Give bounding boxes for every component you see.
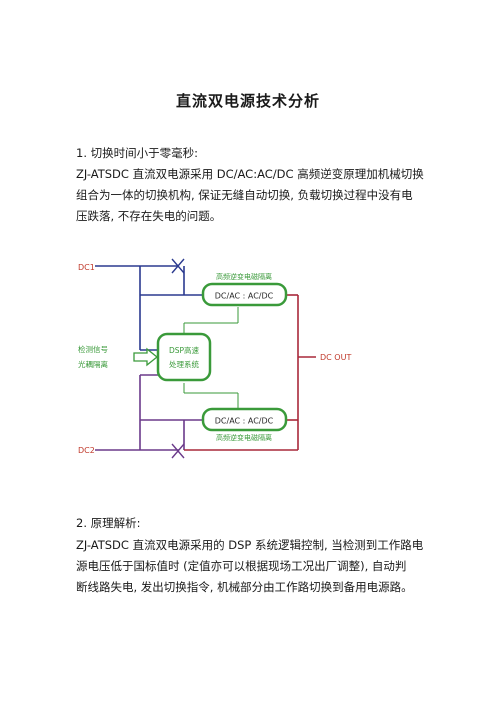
dc1-label: DC1 <box>78 263 95 272</box>
paragraph-line: ZJ-ATSDC 直流双电源采用的 DSP 系统逻辑控制, 当检测到工作路电 <box>76 538 424 552</box>
paragraph-line: 源电压低于国标值时 (定值亦可以根据现场工况出厂调整), 自动判 <box>76 559 407 573</box>
signal-label-line2: 光耦隔离 <box>78 359 108 369</box>
section-2-paragraph: ZJ-ATSDC 直流双电源采用的 DSP 系统逻辑控制, 当检测到工作路电 源… <box>76 535 426 598</box>
signal-label-line1: 检测信号 <box>78 344 108 354</box>
section-2-heading: 2. 原理解析: <box>76 516 141 530</box>
top-converter-label: DC/AC : AC/DC <box>215 292 274 301</box>
dsp-box <box>156 332 212 382</box>
top-isolation-label: 高频逆变电磁隔离 <box>216 272 272 281</box>
section-1-paragraph: ZJ-ATSDC 直流双电源采用 DC/AC:AC/DC 高频逆变原理加机械切换… <box>76 164 426 227</box>
paragraph-line: 组合为一体的切换机构, 保证无缝自动切换, 负载切换过程中没有电 <box>76 188 413 202</box>
signal-arrow-icon <box>133 347 159 367</box>
bottom-isolation-label: 高频逆变电磁隔离 <box>216 433 272 442</box>
dc-out-label: DC OUT <box>320 353 351 362</box>
dsp-label-line2: 处理系统 <box>169 359 199 369</box>
document-title: 直流双电源技术分析 <box>175 92 320 110</box>
paragraph-line: 压跌落, 不存在失电的问题。 <box>76 209 222 223</box>
top-converter-box <box>201 282 288 307</box>
dc2-label: DC2 <box>78 446 95 455</box>
paragraph-line: 断线路失电, 发出切换指令, 机械部分由工作路切换到备用电源路。 <box>76 580 413 594</box>
bottom-converter-label: DC/AC : AC/DC <box>215 417 274 426</box>
paragraph-line: ZJ-ATSDC 直流双电源采用 DC/AC:AC/DC 高频逆变原理加机械切换 <box>76 167 424 181</box>
bottom-converter-box <box>201 407 288 432</box>
dsp-label-line1: DSP高速 <box>169 345 200 355</box>
section-1-heading: 1. 切换时间小于零毫秒: <box>76 146 199 160</box>
dual-power-diagram: DC/AC : AC/DC 高频逆变电磁隔离 DC/AC : AC/DC 高频逆… <box>78 258 351 459</box>
